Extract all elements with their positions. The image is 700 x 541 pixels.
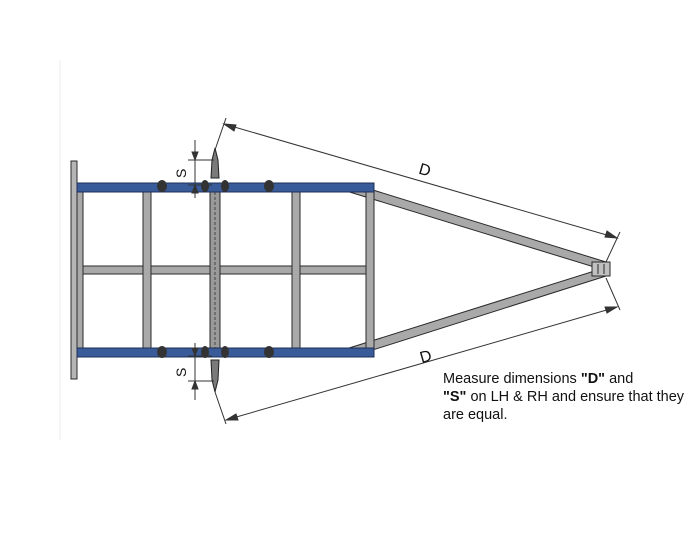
arrow-bottom-right bbox=[604, 306, 619, 314]
arrow-bottom-left bbox=[224, 413, 239, 421]
note-quote-s: "S" bbox=[443, 389, 467, 405]
bolt-top-2 bbox=[201, 180, 209, 192]
dim-s-label-bottom: S bbox=[173, 368, 189, 377]
dimension-s-top bbox=[188, 140, 214, 198]
bolt-bottom-1 bbox=[157, 346, 167, 358]
top-suspension bbox=[157, 147, 274, 192]
front-cross-member bbox=[365, 185, 375, 355]
dim-d-label-bottom: D bbox=[418, 348, 434, 368]
bolt-top-1 bbox=[157, 180, 167, 192]
bolt-bottom-4 bbox=[264, 346, 274, 358]
s-arrow-top-b bbox=[191, 183, 199, 194]
dimension-s-bottom bbox=[188, 343, 214, 400]
bottom-suspension bbox=[157, 346, 274, 393]
bolt-top-4 bbox=[264, 180, 274, 192]
note-text-3: on LH & RH and ensure that they are equa… bbox=[443, 389, 685, 423]
dimension-d-top bbox=[214, 117, 621, 263]
axle bbox=[209, 191, 221, 349]
note-text-1: Measure dimensions bbox=[443, 371, 581, 387]
cross-beam-middle bbox=[76, 265, 369, 275]
coupler bbox=[591, 261, 611, 277]
rear-cross-member bbox=[76, 191, 84, 349]
arrow-top-left bbox=[222, 123, 237, 132]
cross-member-1 bbox=[142, 191, 152, 349]
dim-s-label-top: S bbox=[173, 169, 189, 178]
ext-line-top-right bbox=[605, 231, 621, 263]
instruction-note: Measure dimensions "D" and "S" on LH & R… bbox=[443, 370, 693, 424]
note-text-2: and bbox=[605, 371, 634, 387]
bolt-bottom-2 bbox=[201, 346, 209, 358]
rear-end-plate bbox=[70, 160, 78, 380]
wheel-stud-bottom bbox=[210, 359, 220, 393]
cross-member-2 bbox=[291, 191, 301, 349]
wheel-stud-top bbox=[210, 147, 220, 179]
ext-line-bottom-right bbox=[605, 277, 621, 311]
s-arrow-top-a bbox=[191, 151, 199, 162]
note-quote-d: "D" bbox=[580, 371, 606, 387]
dim-d-label-top: D bbox=[417, 161, 433, 181]
bolt-top-3 bbox=[221, 180, 229, 192]
s-arrow-bottom-a bbox=[191, 347, 199, 358]
frame-grid bbox=[76, 185, 375, 355]
bolt-bottom-3 bbox=[221, 346, 229, 358]
dim-line-top bbox=[223, 123, 618, 239]
ext-line-top-left bbox=[214, 117, 227, 151]
s-arrow-bottom-b bbox=[191, 379, 199, 390]
dimension-d-bottom bbox=[214, 277, 621, 425]
dim-line-bottom bbox=[225, 306, 618, 421]
ext-line-bottom-left bbox=[214, 391, 227, 425]
arrow-top-right bbox=[604, 230, 619, 239]
